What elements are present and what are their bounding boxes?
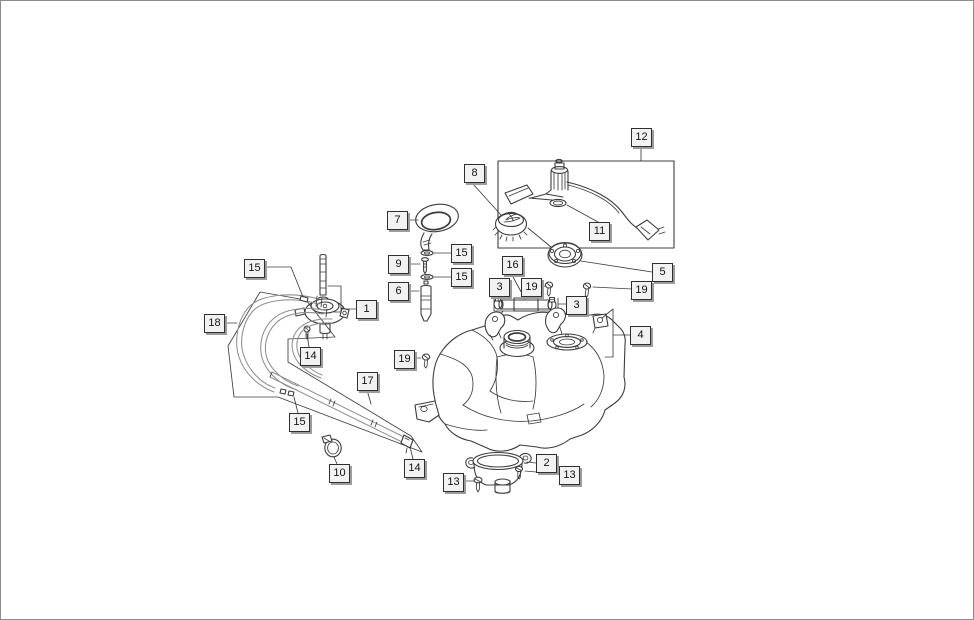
fuel-tank-drawing xyxy=(414,307,626,452)
part-callout-5[interactable]: 5 xyxy=(652,263,673,282)
flange-ring-drawing xyxy=(547,241,583,268)
part-callout-6[interactable]: 6 xyxy=(388,282,409,301)
part-callout-11[interactable]: 11 xyxy=(589,222,610,241)
part-callout-19[interactable]: 19 xyxy=(394,350,415,369)
part-callout-3[interactable]: 3 xyxy=(566,296,587,315)
part-callout-1[interactable]: 1 xyxy=(356,300,377,319)
part-callout-9[interactable]: 9 xyxy=(388,255,409,274)
part-callout-8[interactable]: 8 xyxy=(464,164,485,183)
part-callout-13[interactable]: 13 xyxy=(559,466,580,485)
bracket-cup-drawing xyxy=(465,451,532,494)
part-callout-19[interactable]: 19 xyxy=(631,281,652,300)
part-callout-7[interactable]: 7 xyxy=(387,211,408,230)
part-callout-17[interactable]: 17 xyxy=(357,372,378,391)
hose-outline-polygon xyxy=(227,291,423,453)
part-callout-15[interactable]: 15 xyxy=(451,244,472,263)
part-callout-10[interactable]: 10 xyxy=(329,464,350,483)
sender-box-outline xyxy=(497,160,675,249)
part-callout-15[interactable]: 15 xyxy=(289,413,310,432)
fuel-tap-drawing xyxy=(294,253,350,340)
part-callout-16[interactable]: 16 xyxy=(502,256,523,275)
part-callout-3[interactable]: 3 xyxy=(489,278,510,297)
fuel-cap-drawing xyxy=(492,211,528,242)
filter-cartridge-drawing xyxy=(420,280,432,322)
part-callout-14[interactable]: 14 xyxy=(300,347,321,366)
bolt-drawing xyxy=(421,257,429,275)
part-callout-13[interactable]: 13 xyxy=(443,473,464,492)
filler-collar-drawing xyxy=(415,203,459,251)
part-callout-4[interactable]: 4 xyxy=(630,326,651,345)
part-callout-18[interactable]: 18 xyxy=(204,314,225,333)
washer-drawing xyxy=(420,239,434,280)
part-callout-19[interactable]: 19 xyxy=(521,278,542,297)
hose-clamp-drawing xyxy=(321,434,342,458)
part-callout-15[interactable]: 15 xyxy=(244,259,265,278)
screw-drawing xyxy=(421,281,592,369)
part-callout-2[interactable]: 2 xyxy=(536,454,557,473)
fuel-hoses-drawing xyxy=(236,294,333,397)
part-callout-14[interactable]: 14 xyxy=(404,459,425,478)
screw-13-drawing xyxy=(473,465,524,493)
part-callout-12[interactable]: 12 xyxy=(631,128,652,147)
part-callout-15[interactable]: 15 xyxy=(451,268,472,287)
fuel-sender-assembly-drawing xyxy=(504,158,666,241)
